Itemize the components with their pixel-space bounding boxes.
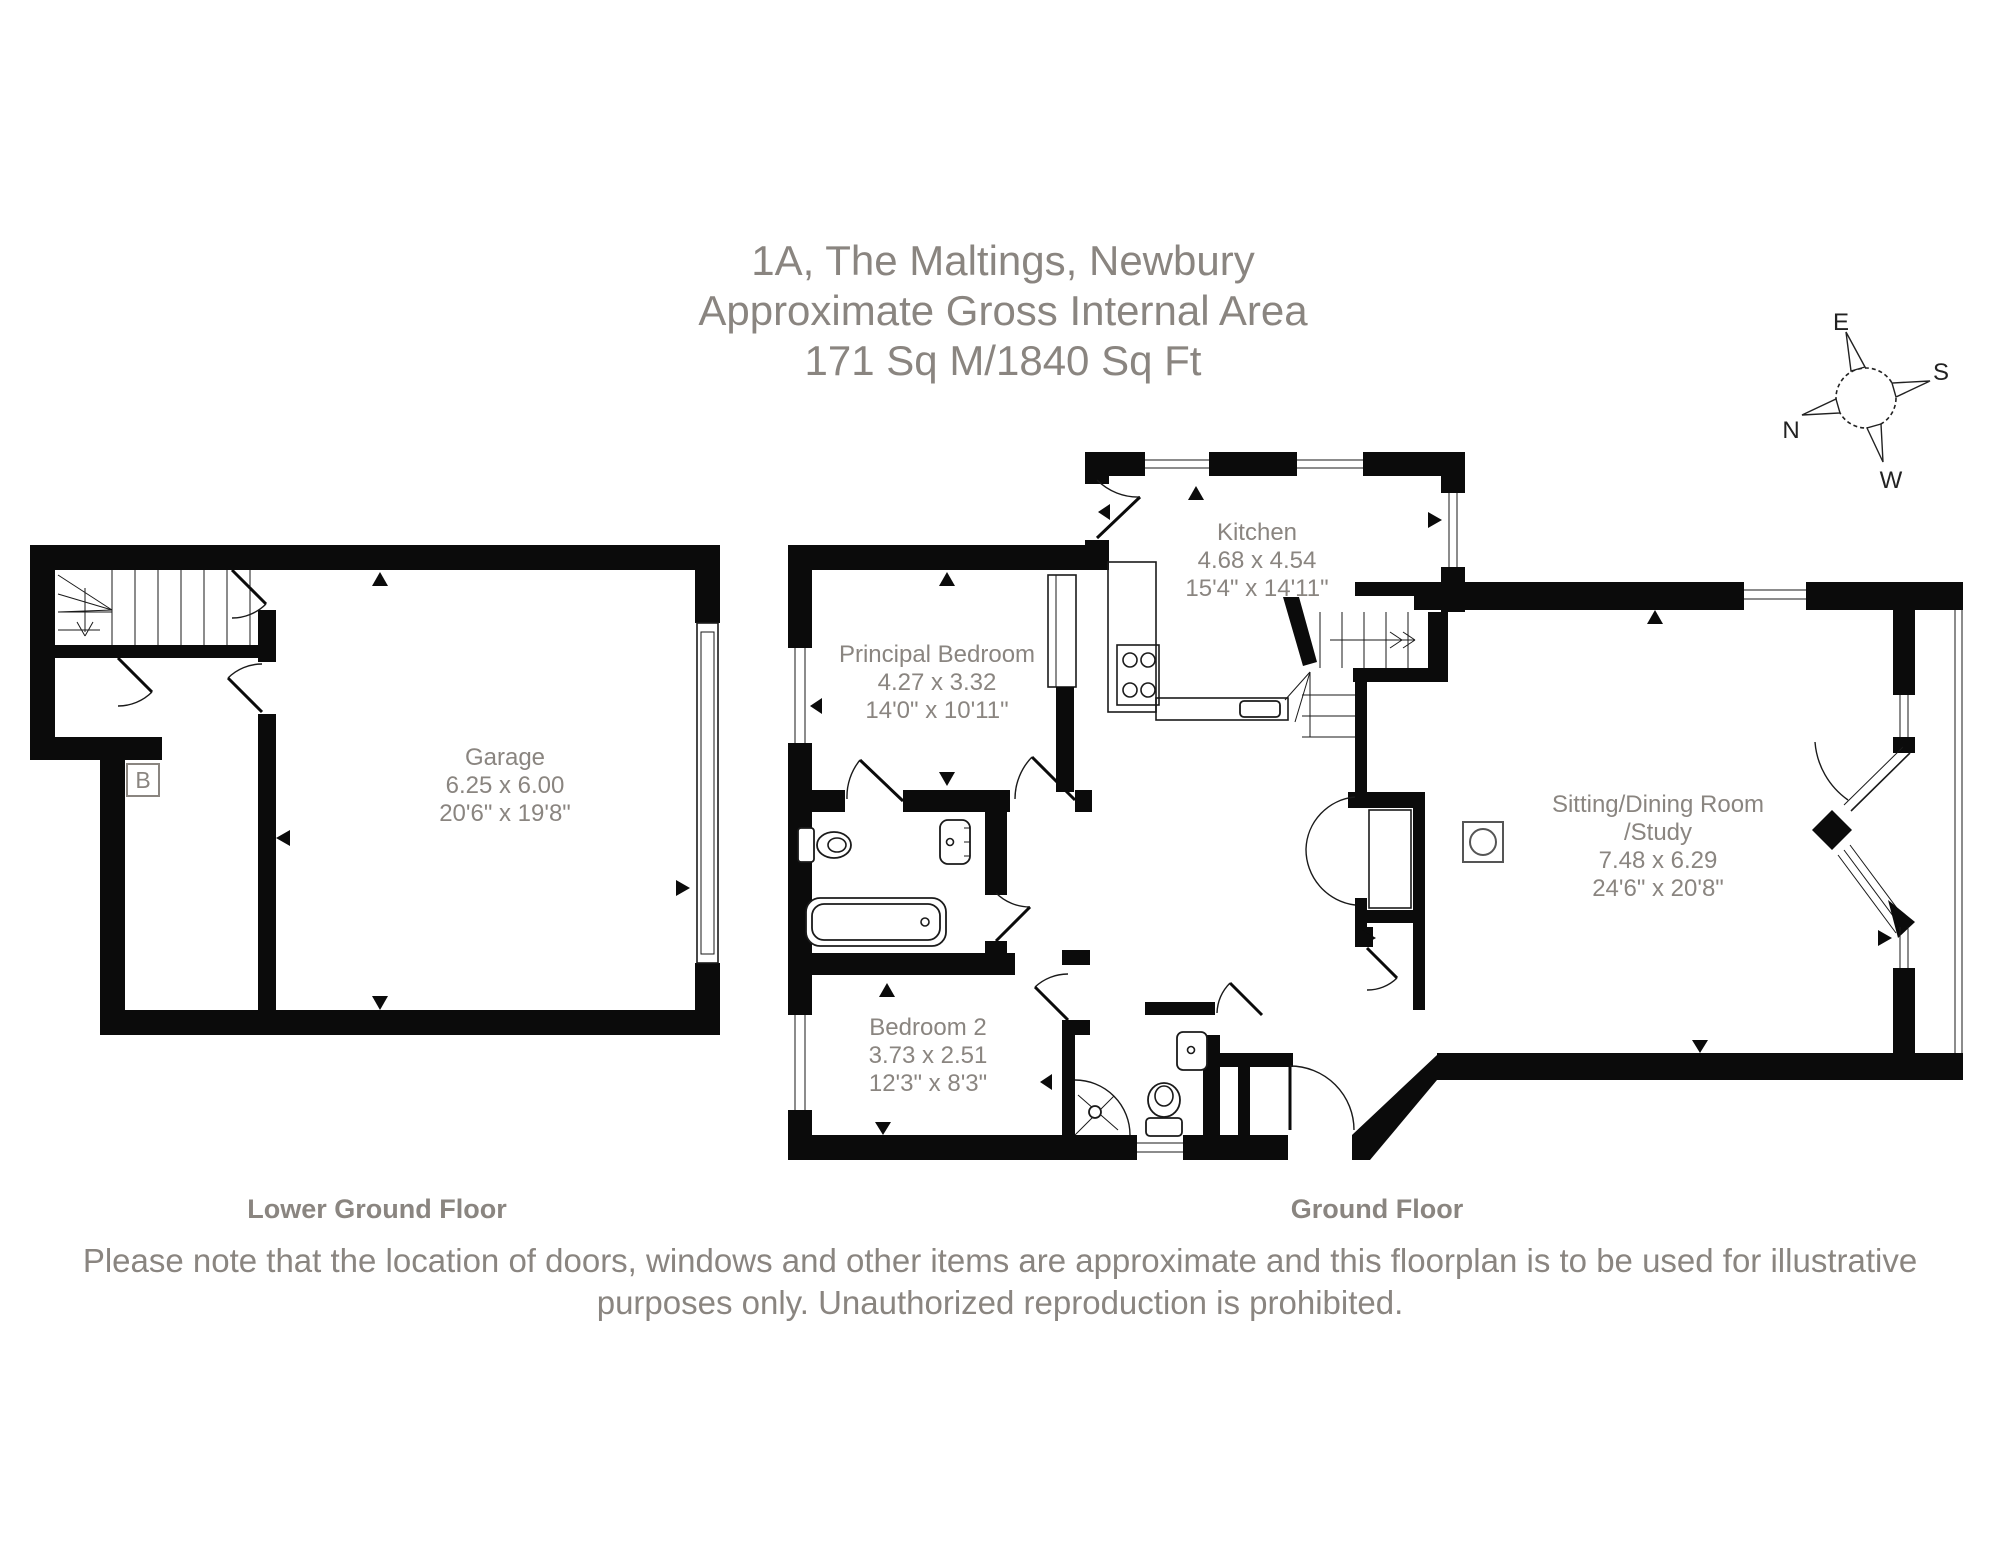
kitchen-imperial: 15'4" x 14'11"	[1185, 575, 1328, 602]
bedroom2-imperial: 12'3" x 8'3"	[869, 1070, 987, 1097]
floor-captions: Lower Ground Floor Ground Floor	[247, 1194, 1463, 1224]
room-labels: Garage 6.25 x 6.00 20'6" x 19'8" Kitchen…	[439, 519, 1764, 1097]
wc-sink-icon	[1176, 1031, 1208, 1071]
wc-toilet-icon	[1145, 1082, 1183, 1137]
bedroom2-name: Bedroom 2	[869, 1014, 986, 1041]
compass-north-label: N	[1782, 417, 1799, 444]
kitchen-counter	[1107, 561, 1289, 721]
principal-bedroom-metric: 4.27 x 3.32	[878, 669, 997, 696]
lgf-stair-arrow	[76, 588, 94, 637]
title-line3: 171 Sq M/1840 Sq Ft	[805, 337, 1202, 384]
title-line1: 1A, The Maltings, Newbury	[751, 237, 1254, 284]
principal-bedroom-walls	[800, 574, 1092, 812]
compass-rose: E S N W	[1782, 309, 1949, 494]
disclaimer: Please note that the location of doors, …	[83, 1242, 1917, 1321]
garage-metric: 6.25 x 6.00	[446, 772, 565, 799]
bathtub-icon	[805, 897, 947, 947]
lower-ground-floor-plan: B	[30, 545, 720, 1035]
shower-icon	[1074, 1079, 1131, 1136]
lower-ground-floor-label: Lower Ground Floor	[247, 1194, 507, 1224]
gf-markers	[810, 486, 1892, 1135]
wood-stove-icon	[1462, 821, 1504, 863]
disclaimer-line1: Please note that the location of doors, …	[83, 1242, 1917, 1279]
bathroom	[797, 800, 1032, 975]
hall-walls	[1305, 680, 1425, 1010]
sitting-room-metric: 7.48 x 6.29	[1599, 847, 1718, 874]
lgf-door-arcs	[116, 568, 268, 714]
bathroom-sink-icon	[939, 819, 971, 865]
bedroom2-wc-walls	[1033, 950, 1355, 1137]
compass-south-label: S	[1933, 359, 1949, 386]
garage-imperial: 20'6" x 19'8"	[439, 800, 571, 827]
sitting-room-imperial: 24'6" x 20'8"	[1592, 875, 1724, 902]
principal-bedroom-name: Principal Bedroom	[839, 641, 1035, 668]
sitting-room-right-wall	[1437, 610, 1963, 1080]
toilet-icon	[797, 827, 852, 863]
compass-west-label: W	[1880, 467, 1903, 494]
principal-bedroom-imperial: 14'0" x 10'11"	[865, 697, 1008, 724]
gf-staircase	[1283, 597, 1448, 738]
front-door	[1288, 1065, 1355, 1131]
boiler-label: B	[135, 767, 150, 793]
bedroom2-metric: 3.73 x 2.51	[869, 1042, 988, 1069]
stove-icon	[1116, 644, 1160, 706]
gf-stair-arrow	[1330, 631, 1416, 649]
ground-floor-label: Ground Floor	[1291, 1194, 1464, 1224]
boiler-box: B	[126, 763, 160, 797]
garage-name: Garage	[465, 744, 545, 771]
kitchen-metric: 4.68 x 4.54	[1198, 547, 1317, 574]
disclaimer-line2: purposes only. Unauthorized reproduction…	[597, 1284, 1404, 1321]
ground-floor-plan	[788, 452, 1963, 1160]
garage-door	[696, 622, 719, 964]
kitchen-walls	[1085, 452, 1465, 612]
lgf-staircase	[57, 570, 251, 645]
page-title: 1A, The Maltings, Newbury Approximate Gr…	[698, 237, 1308, 384]
kitchen-name: Kitchen	[1217, 519, 1297, 546]
sitting-room-name: Sitting/Dining Room	[1552, 791, 1764, 818]
title-line2: Approximate Gross Internal Area	[698, 287, 1308, 334]
compass-east-label: E	[1833, 309, 1849, 336]
sitting-room-name2: /Study	[1624, 819, 1692, 846]
lgf-markers	[276, 572, 690, 1010]
